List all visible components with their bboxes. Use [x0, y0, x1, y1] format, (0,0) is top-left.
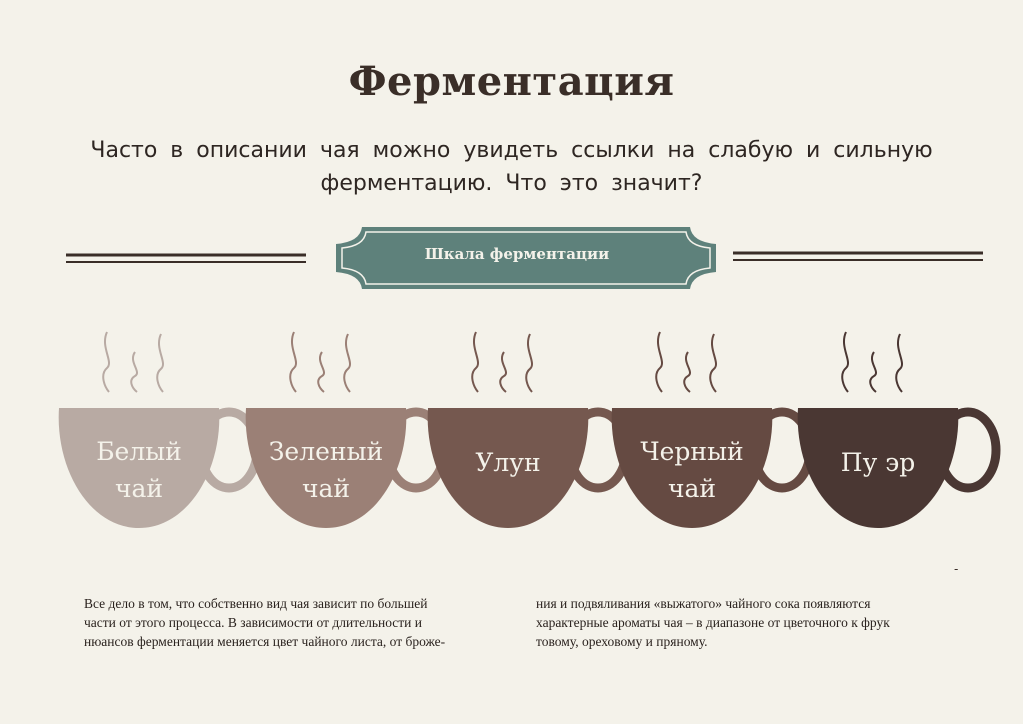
- cup-label-line-1: Белый: [96, 437, 182, 466]
- page-title: Ферментация: [348, 58, 675, 105]
- steam-wisp: [895, 333, 903, 393]
- steam-wisp: [130, 351, 138, 393]
- cup-label-oolong: Улун: [428, 444, 588, 481]
- body-column-left: Все дело в том, что собственно вид чая з…: [84, 594, 516, 651]
- steam-wisp: [471, 331, 479, 393]
- subtitle-line-2: ферментацию. Что это значит?: [320, 171, 703, 196]
- body-line: товому, ореховому и пряному.: [536, 634, 708, 649]
- cup-black-tea: [611, 331, 815, 528]
- steam-wisp: [683, 351, 691, 393]
- scale-banner: [66, 227, 983, 289]
- page-subtitle: Часто в описании чая можно увидеть ссылк…: [80, 134, 943, 200]
- body-line: ния и подвяливания «выжатого» чайного со…: [536, 596, 871, 611]
- steam-wisp: [343, 333, 351, 393]
- cup-bowl: [245, 408, 407, 528]
- cup-bowl: [797, 408, 959, 528]
- page-marker: -: [954, 562, 959, 576]
- subtitle-line-1: Часто в описании чая можно увидеть ссылк…: [90, 138, 933, 163]
- cup-label-green-tea: Зеленый чай: [246, 433, 406, 507]
- cup-bowl: [611, 408, 773, 528]
- steam-wisp: [525, 333, 533, 393]
- banner-plaque-inner-border: [341, 231, 711, 285]
- cup-label-line-1: Зеленый: [268, 437, 384, 466]
- cup-label-line-2: чай: [301, 474, 351, 503]
- banner-label: Шкала ферментации: [424, 245, 610, 263]
- steam-wisp: [869, 351, 877, 393]
- body-line: Все дело в том, что собственно вид чая з…: [84, 596, 428, 611]
- cup-label-line-1: Пу эр: [840, 448, 916, 477]
- body-line: нюансов ферментации меняется цвет чайног…: [84, 634, 446, 649]
- cups-illustration: [58, 331, 1001, 528]
- cup-puer: [797, 331, 1001, 528]
- steam-wisp: [655, 331, 663, 393]
- steam-wisp: [289, 331, 297, 393]
- steam-wisp: [709, 333, 717, 393]
- body-line: части от этого процесса. В зависимости о…: [84, 615, 423, 630]
- cup-label-puer: Пу эр: [798, 444, 958, 481]
- cup-label-white-tea: Белый чай: [59, 433, 219, 507]
- body-line: характерные ароматы чая – в диапазоне от…: [536, 615, 890, 630]
- cup-label-line-2: чай: [114, 474, 164, 503]
- cup-label-line-1: Улун: [475, 448, 541, 477]
- steam-wisp: [499, 351, 507, 393]
- steam-wisp: [156, 333, 164, 393]
- cup-bowl: [427, 408, 589, 528]
- cup-white-tea: [58, 331, 262, 528]
- cup-bowl: [58, 408, 220, 528]
- steam-wisp: [317, 351, 325, 393]
- cup-oolong: [427, 331, 631, 528]
- banner-plaque: [336, 227, 716, 289]
- cup-label-black-tea: Черный чай: [612, 433, 772, 507]
- steam-wisp: [102, 331, 110, 393]
- steam-wisp: [841, 331, 849, 393]
- body-column-right: ния и подвяливания «выжатого» чайного со…: [536, 594, 968, 651]
- cup-label-line-2: чай: [667, 474, 717, 503]
- cup-label-line-1: Черный: [640, 437, 744, 466]
